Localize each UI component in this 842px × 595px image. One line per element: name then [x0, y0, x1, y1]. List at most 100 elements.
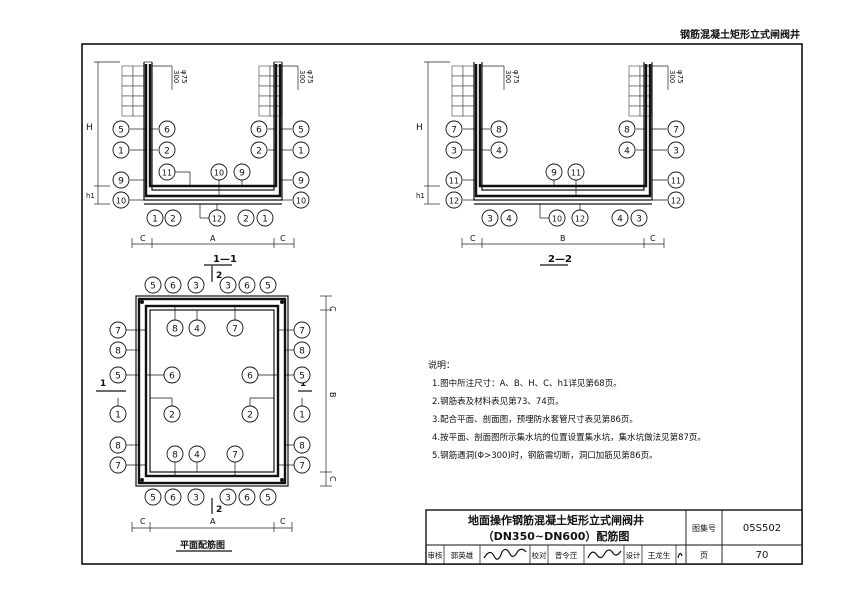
svg-text:7: 7 — [232, 325, 238, 335]
svg-text:6: 6 — [169, 372, 175, 382]
plan-dim-b: B — [328, 392, 337, 398]
svg-text:6: 6 — [244, 282, 250, 292]
svg-text:6: 6 — [170, 494, 176, 504]
dim-b: B — [560, 234, 566, 243]
svg-text:5: 5 — [265, 282, 271, 292]
note-1: 1.图中所注尺寸：A、B、H、C、h1详见第68页。 — [432, 378, 622, 389]
pipe-300-right-2: 300 — [668, 70, 676, 83]
inner-wall-outline — [151, 62, 275, 191]
note-3: 3.配合平面、剖面图，预埋防水套管尺寸表见第86页。 — [432, 414, 638, 425]
cut-1-right: 1 — [300, 379, 306, 389]
rebar-outer — [144, 64, 282, 198]
svg-text:5: 5 — [265, 494, 271, 504]
top-title: 钢筋混凝土矩形立式闸阀井 — [680, 28, 800, 41]
svg-text:3: 3 — [193, 282, 199, 292]
svg-text:11: 11 — [162, 169, 172, 178]
outer-wall-outline — [143, 62, 283, 201]
svg-text:2: 2 — [169, 411, 175, 421]
atlas-label: 图集号 — [692, 523, 716, 533]
svg-text:1: 1 — [115, 411, 121, 421]
pipe-300-left: 300 — [172, 70, 180, 83]
section-1-label: 1—1 — [213, 254, 237, 265]
check-signature — [587, 549, 622, 559]
plan-label: 平面配筋图 — [180, 539, 225, 551]
callouts-inner-left-1: 6 2 — [150, 120, 176, 159]
brick-column-right-2 — [628, 65, 652, 117]
plan-callouts-top: 5 6 3 3 6 5 — [144, 276, 277, 294]
dim-a: A — [210, 234, 216, 243]
note-4: 4.按平面、剖面图所示集水坑的位置设置集水坑，集水坑做法见第87页。 — [432, 432, 706, 443]
design-name: 王龙生 — [648, 550, 671, 560]
title-block: 地面操作钢筋混凝土矩形立式闸阀井 （DN350~DN600）配筋图 图集号 05… — [425, 509, 803, 565]
svg-text:9: 9 — [118, 177, 124, 187]
pipe-300-left-2: 300 — [504, 70, 512, 83]
svg-text:5: 5 — [118, 126, 124, 136]
plan-dim-c-left: C — [140, 517, 146, 526]
svg-text:10: 10 — [552, 215, 562, 224]
svg-text:8: 8 — [172, 325, 178, 335]
svg-text:4: 4 — [617, 215, 623, 225]
cut-1-left: 1 — [100, 379, 106, 389]
svg-text:1: 1 — [152, 215, 158, 225]
svg-text:4: 4 — [194, 451, 200, 461]
section-2-2: 300 φ75 300 φ75 H h1 C B C 2—2 7 3 11 12 — [416, 61, 685, 266]
svg-text:6: 6 — [256, 126, 262, 136]
svg-text:4: 4 — [624, 147, 630, 157]
svg-text:4: 4 — [506, 215, 512, 225]
design-label: 设计 — [626, 550, 641, 560]
svg-text:12: 12 — [212, 215, 222, 224]
svg-text:8: 8 — [496, 126, 502, 136]
svg-text:3: 3 — [225, 494, 231, 504]
pipe-300-right: 300 — [298, 70, 306, 83]
svg-text:8: 8 — [624, 126, 630, 136]
svg-text:8: 8 — [115, 442, 121, 452]
svg-text:1: 1 — [262, 215, 268, 225]
dim-c-right: C — [280, 234, 286, 243]
dim-h-label-2: H — [416, 123, 423, 133]
review-label: 审核 — [428, 550, 443, 560]
svg-text:2: 2 — [170, 215, 176, 225]
svg-text:7: 7 — [299, 327, 305, 337]
svg-text:3: 3 — [636, 215, 642, 225]
svg-text:3: 3 — [193, 494, 199, 504]
brick-column-right — [258, 65, 282, 117]
svg-text:5: 5 — [150, 494, 156, 504]
svg-text:4: 4 — [496, 147, 502, 157]
callouts-inner-right-2: 8 4 — [618, 120, 646, 159]
note-2: 2.钢筋表及材料表见第73、74页。 — [432, 396, 564, 407]
svg-text:7: 7 — [673, 126, 679, 136]
plan-dim-a: A — [210, 517, 216, 526]
callouts-right-2: 7 3 11 12 — [650, 120, 685, 209]
check-label: 校对 — [532, 550, 547, 560]
plan-callouts-left: 7 8 5 1 8 7 — [109, 321, 146, 474]
callouts-bottom-1: 1 2 12 2 1 — [146, 204, 274, 227]
notes: 说明： 1.图中所注尺寸：A、B、H、C、h1详见第68页。 2.钢筋表及材料表… — [428, 359, 706, 461]
svg-text:2: 2 — [247, 411, 253, 421]
svg-text:2: 2 — [256, 147, 262, 157]
callouts-left-2: 7 3 11 12 — [445, 120, 476, 209]
dim-c-left: C — [140, 234, 146, 243]
brick-column-left-2 — [451, 65, 475, 117]
brick-column-left — [121, 65, 145, 117]
pipe-phi75-right: φ75 — [306, 70, 314, 84]
svg-text:11: 11 — [671, 177, 681, 186]
svg-text:7: 7 — [115, 462, 121, 472]
svg-text:9: 9 — [298, 177, 304, 187]
svg-text:2: 2 — [164, 147, 170, 157]
svg-text:6: 6 — [164, 126, 170, 136]
svg-text:5: 5 — [115, 372, 121, 382]
page-label: 页 — [700, 551, 708, 560]
section-1-1: 300 φ75 300 φ75 H h1 C A C 1—1 5 1 9 — [86, 61, 314, 266]
svg-text:12: 12 — [575, 215, 585, 224]
svg-text:5: 5 — [150, 282, 156, 292]
svg-text:1: 1 — [118, 147, 124, 157]
rebar-inner — [148, 64, 278, 188]
svg-text:8: 8 — [299, 347, 305, 357]
notes-heading: 说明： — [428, 359, 455, 371]
pipe-phi75-right-2: φ75 — [676, 70, 684, 84]
svg-text:7: 7 — [299, 462, 305, 472]
svg-text:8: 8 — [172, 451, 178, 461]
plan-callouts-inner-top: 8 4 7 — [166, 306, 244, 337]
plan-callouts-mid-left: 6 2 — [146, 366, 181, 423]
svg-text:10: 10 — [214, 169, 224, 178]
